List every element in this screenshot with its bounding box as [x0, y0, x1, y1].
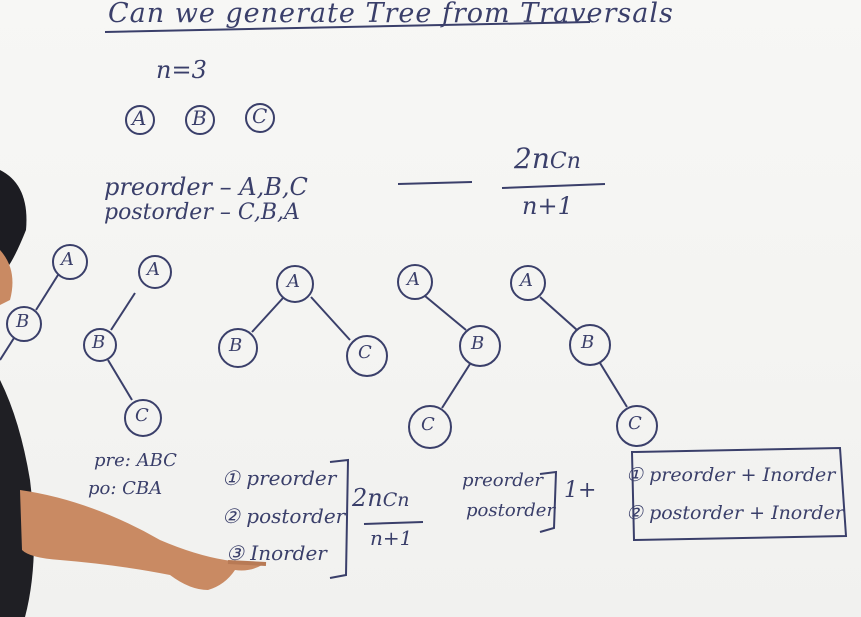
- formula-top-cn: Cn: [549, 149, 581, 174]
- t2-c: C: [135, 405, 149, 426]
- t5-b: B: [581, 332, 595, 353]
- t3-c: C: [358, 342, 372, 363]
- box-item-postorder-inorder: ② postorder + Inorder: [626, 502, 844, 524]
- t3-a: A: [287, 271, 300, 292]
- node-label-a: A: [132, 106, 147, 130]
- list-item-inorder: ③ Inorder: [226, 541, 327, 565]
- list-item-postorder: ② postorder: [222, 504, 346, 528]
- tree-4: [397, 264, 501, 449]
- list-formula-cn: Cn: [382, 489, 410, 511]
- note-po: po: CBA: [88, 478, 163, 499]
- answer-box: [630, 446, 848, 542]
- tree-2: [83, 255, 172, 437]
- tree-5: [510, 265, 658, 447]
- list-item-preorder: ① preorder: [222, 466, 337, 490]
- formula-top-2n: 2n: [514, 142, 550, 175]
- t2-a: A: [147, 259, 160, 280]
- note-pre: pre: ABC: [94, 450, 177, 471]
- list-formula-bottom: n+1: [370, 526, 413, 550]
- title-underline: [104, 21, 591, 33]
- pair-bracket: [539, 470, 558, 533]
- dash-line: [397, 181, 473, 185]
- page-title: Can we generate Tree from Traversals: [108, 0, 674, 29]
- pair-preorder: preorder: [462, 470, 543, 491]
- list-formula-bar: [363, 521, 424, 525]
- box-item-preorder-inorder: ① preorder + Inorder: [626, 464, 836, 486]
- postorder-line: postorder – C,B,A: [104, 200, 300, 225]
- formula-top: 2nCn: [514, 142, 581, 175]
- list-formula-2n: 2n: [352, 484, 383, 512]
- node-label-b: B: [192, 106, 207, 130]
- pair-result: 1+: [564, 478, 597, 503]
- presenter-figure: [0, 170, 267, 617]
- t4-a: A: [407, 269, 420, 290]
- n-label: n=3: [156, 56, 207, 84]
- tree-3: [218, 265, 388, 377]
- t5-a: A: [520, 270, 533, 291]
- t1-a: A: [61, 249, 74, 270]
- t5-c: C: [628, 413, 642, 434]
- node-set: [125, 103, 275, 135]
- t3-b: B: [229, 335, 243, 356]
- preorder-line: preorder – A,B,C: [104, 173, 308, 201]
- t1-b: B: [16, 311, 30, 332]
- pair-postorder: postorder: [466, 500, 556, 521]
- list-formula-top: 2nCn: [352, 484, 410, 512]
- formula-bar: [501, 183, 606, 189]
- node-label-c: C: [252, 104, 268, 128]
- t2-b: B: [92, 332, 106, 353]
- tree-1: [0, 244, 88, 361]
- t4-b: B: [471, 333, 485, 354]
- t4-c: C: [421, 414, 435, 435]
- formula-bottom: n+1: [522, 192, 573, 220]
- list-bracket: [329, 458, 350, 579]
